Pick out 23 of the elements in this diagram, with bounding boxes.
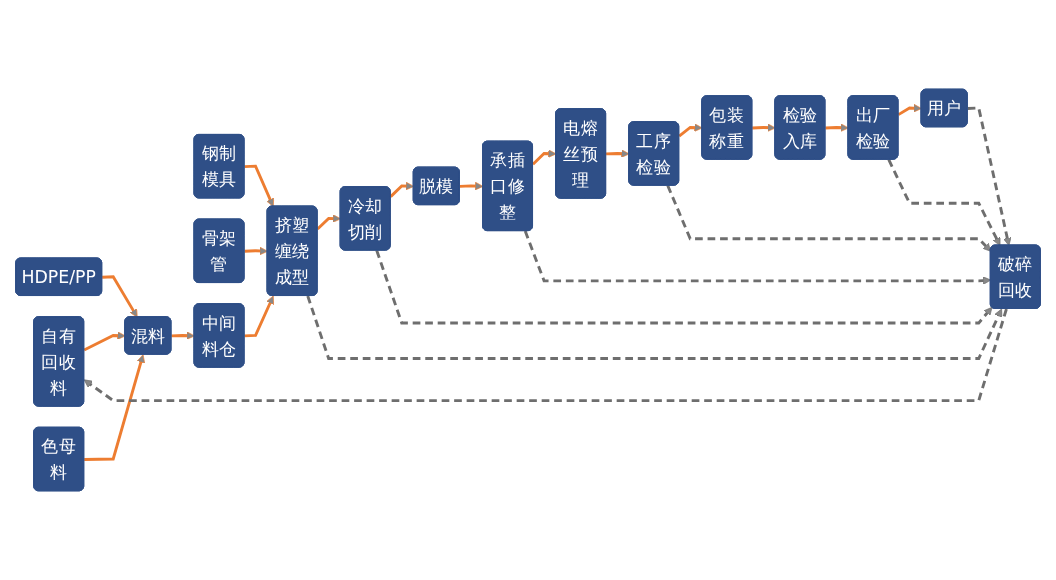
arrow (825, 123, 849, 132)
arrow (666, 185, 992, 252)
arrow (897, 103, 922, 116)
arrow (752, 123, 776, 132)
arrow (102, 275, 138, 318)
arrow (244, 295, 274, 338)
arrow (389, 181, 415, 198)
arrow (967, 106, 1012, 246)
arrow (83, 308, 1008, 403)
arrow (532, 149, 557, 166)
arrow (83, 331, 126, 352)
arrow (84, 354, 146, 461)
arrow (171, 331, 195, 340)
arrow (375, 250, 993, 325)
arrow (459, 181, 484, 191)
arrow (316, 214, 342, 231)
arrow (244, 164, 275, 207)
arrow (678, 123, 703, 138)
arrow (606, 149, 630, 158)
arrow (523, 230, 992, 285)
arrow (887, 159, 1001, 246)
arrow (306, 295, 1003, 360)
arrow (244, 246, 268, 256)
